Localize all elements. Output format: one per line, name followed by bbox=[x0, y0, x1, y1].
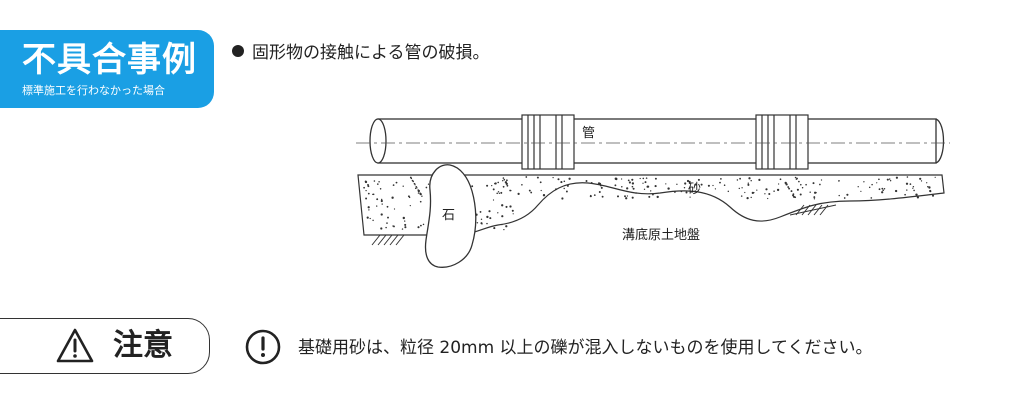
badge-title: 不具合事例 bbox=[22, 40, 197, 80]
issue-text: 固形物の接触による管の破損。 bbox=[252, 43, 490, 63]
caution-label: 注意 bbox=[113, 328, 173, 363]
defect-example-badge: 不具合事例 標準施工を行わなかった場合 bbox=[0, 30, 214, 108]
stone bbox=[424, 164, 477, 268]
pipe-right-end bbox=[935, 118, 945, 164]
label-sand: 砂 bbox=[688, 182, 701, 197]
issue-line: 固形物の接触による管の破損。 bbox=[232, 42, 490, 64]
label-trench-bottom: 溝底原土地盤 bbox=[622, 227, 700, 243]
pipe-joint-right bbox=[755, 114, 809, 170]
ground-hatch-right bbox=[789, 204, 837, 216]
badge-subtitle: 標準施工を行わなかった場合 bbox=[22, 84, 165, 97]
pipe-joint-left bbox=[521, 114, 575, 170]
pipe-damage-diagram: 管 砂 石 溝底原土地盤 bbox=[356, 114, 950, 268]
label-pipe: 管 bbox=[582, 126, 595, 141]
warning-triangle-icon bbox=[56, 328, 94, 363]
exclamation-circle-icon bbox=[245, 329, 281, 365]
pipe-body bbox=[377, 118, 937, 164]
pipe-left-end bbox=[369, 118, 387, 164]
ground-hatch-left bbox=[364, 234, 416, 246]
label-stone: 石 bbox=[442, 208, 455, 223]
bullet-dot-icon bbox=[232, 45, 244, 57]
caution-box: 注意 bbox=[0, 318, 210, 374]
sand-texture bbox=[363, 176, 936, 232]
caution-text: 基礎用砂は、粒径 20mm 以上の礫が混入しないものを使用してください。 bbox=[298, 338, 873, 358]
